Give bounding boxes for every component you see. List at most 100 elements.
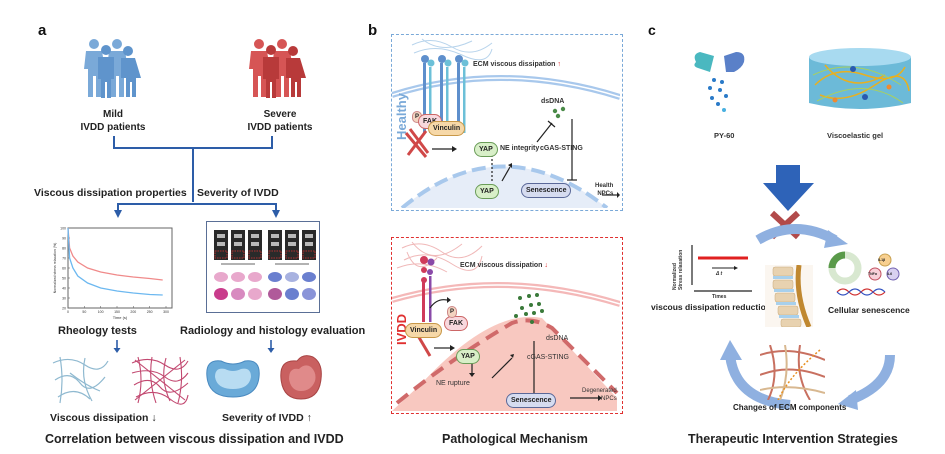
y-tick-label: 20 bbox=[62, 307, 66, 311]
py60-label: PY-60 bbox=[714, 131, 735, 140]
healthy-side-label: Healthy bbox=[394, 93, 409, 140]
nucleus bbox=[392, 316, 617, 411]
sparse-fiber-network-icon bbox=[52, 356, 109, 404]
y-tick-label: 70 bbox=[62, 257, 66, 261]
y-axis-label: Normalized stress relaxation (%) bbox=[53, 243, 57, 294]
vinculin-pill: Vinculin bbox=[428, 121, 466, 136]
ruptured-nuclear-envelope bbox=[395, 318, 619, 405]
mild-patients-people-icon bbox=[84, 39, 141, 98]
ivdd-cell-diagram bbox=[392, 241, 620, 411]
x-tick-label: 0 bbox=[67, 310, 69, 314]
panel-b-letter: b bbox=[368, 22, 378, 39]
cycle-arrow-head bbox=[824, 230, 848, 248]
panel-b-caption: Pathological Mechanism bbox=[442, 432, 588, 446]
cytokine-il6: IL6 bbox=[887, 272, 893, 276]
x-tick-label: 50 bbox=[82, 310, 86, 314]
cycle-arrow-head bbox=[838, 390, 858, 410]
ecm-fibers bbox=[411, 38, 493, 61]
increase-arrow-icon: ↑ bbox=[557, 61, 561, 68]
dsdna-label: dsDNA bbox=[541, 98, 565, 105]
cycle-arrow-head bbox=[720, 340, 742, 360]
mild-label-line1: Mild bbox=[103, 109, 123, 120]
increase-arrow-icon: ↑ bbox=[306, 412, 312, 424]
radiology-histology-image bbox=[206, 221, 320, 313]
outcome-line1: Degenerated bbox=[582, 388, 617, 394]
outcome-line1: Health bbox=[595, 183, 614, 189]
arrow-down-icon bbox=[114, 210, 122, 218]
outcome-line2: NPCs bbox=[601, 396, 617, 402]
arrow-down-icon bbox=[267, 340, 275, 353]
panel-a-connectors bbox=[113, 136, 280, 218]
y-tick-label: 40 bbox=[62, 287, 66, 291]
cycle-arrows bbox=[720, 224, 895, 410]
yap-pill: YAP bbox=[456, 349, 480, 364]
cgas-sting-label: cGAS-STING bbox=[540, 145, 583, 152]
cytokine-il1b: IL1β bbox=[878, 258, 886, 262]
degenerated-disc-icon bbox=[280, 355, 322, 400]
yap-nuclear-pill: YAP bbox=[475, 184, 499, 199]
mild-patients-label: Mild IVDD patients bbox=[68, 108, 158, 134]
x-tick-label: 150 bbox=[114, 310, 120, 314]
cytokine-tnfa: TNFα bbox=[868, 272, 877, 276]
mild-label-line2: IVDD patients bbox=[80, 122, 146, 133]
panel-c-letter: c bbox=[648, 22, 656, 38]
ne-rupture-label: NE rupture bbox=[436, 380, 470, 387]
series-line-severe bbox=[67, 227, 163, 296]
dsdna-label: dsDNA bbox=[546, 335, 569, 342]
ecm-changes-label: Changes of ECM components bbox=[733, 403, 847, 412]
health-npcs-label: Health NPCs bbox=[595, 182, 613, 198]
healthy-disc-icon bbox=[206, 360, 260, 398]
ecm-fibers bbox=[396, 241, 483, 273]
branch-line bbox=[117, 203, 277, 212]
decrease-arrow-icon: ↓ bbox=[544, 262, 548, 269]
ivdd-ecm-label: ECM viscous dissipation ↓ bbox=[460, 262, 548, 269]
ylabel-line2: Stress relaxation bbox=[678, 249, 684, 290]
y-tick-label: 100 bbox=[60, 227, 66, 231]
degenerated-npcs-label: Degenerated NPCs bbox=[582, 387, 617, 403]
py60-capsule-icon bbox=[694, 52, 745, 112]
y-tick-label: 50 bbox=[62, 277, 66, 281]
integrin-receptors bbox=[420, 256, 435, 322]
x-axis-label: Time (s) bbox=[113, 315, 128, 320]
stress-relaxation-mini-graph bbox=[691, 245, 752, 292]
severe-label-line1: Severe bbox=[263, 109, 297, 120]
cgas-sting-label: cGAS-STING bbox=[527, 354, 570, 361]
x-tick-label: 250 bbox=[147, 310, 153, 314]
mini-graph-ylabel: Normalized Stress relaxation bbox=[672, 250, 684, 290]
fak-pill: FAK bbox=[444, 316, 468, 331]
severe-patients-label: Severe IVDD patients bbox=[230, 108, 330, 134]
yap-pill: YAP bbox=[474, 142, 498, 157]
ecm-label-text: ECM viscous dissipation bbox=[473, 61, 556, 68]
senescence-pill: Senescence bbox=[521, 183, 572, 198]
integrin-receptors bbox=[421, 55, 469, 133]
panel-a-letter: a bbox=[38, 22, 47, 39]
dense-fiber-network-icon bbox=[131, 356, 189, 405]
y-tick-label: 80 bbox=[62, 247, 66, 251]
viscous-dissipation-result: Viscous dissipation ↓ bbox=[50, 412, 157, 424]
severe-patients-people-icon bbox=[249, 39, 306, 98]
phospho-badge: P bbox=[447, 306, 457, 318]
cellular-senescence-label: Cellular senescence bbox=[828, 305, 910, 315]
times-label: Times bbox=[712, 294, 727, 300]
ecm-components-icon bbox=[760, 345, 825, 400]
cell-cycle-cytokine-icons bbox=[828, 251, 900, 296]
viscoelastic-gel-label: Viscoelastic gel bbox=[827, 131, 884, 140]
panel-c-caption: Therapeutic Intervention Strategies bbox=[688, 432, 898, 446]
plot-frame bbox=[67, 227, 173, 309]
viscoelastic-gel-icon bbox=[809, 48, 911, 109]
viscous-dissipation-reduction-label: viscous dissipation reduction bbox=[651, 302, 771, 312]
viscous-dissipation-text: Viscous dissipation bbox=[50, 412, 149, 424]
y-tick-label: 90 bbox=[62, 237, 66, 241]
ecm-label-text: ECM viscous dissipation bbox=[460, 262, 543, 269]
severe-label-line2: IVDD patients bbox=[247, 122, 313, 133]
spine-icon bbox=[765, 265, 813, 327]
severity-result: Severity of IVDD ↑ bbox=[222, 412, 312, 424]
vinculin-pill: Vinculin bbox=[405, 323, 443, 338]
arrow-down-icon bbox=[272, 210, 280, 218]
x-tick-label: 100 bbox=[98, 310, 104, 314]
x-tick-label: 300 bbox=[163, 310, 169, 314]
dsdna-dots bbox=[514, 293, 544, 324]
y-tick-label: 30 bbox=[62, 297, 66, 301]
nuclear-envelope bbox=[400, 164, 609, 208]
